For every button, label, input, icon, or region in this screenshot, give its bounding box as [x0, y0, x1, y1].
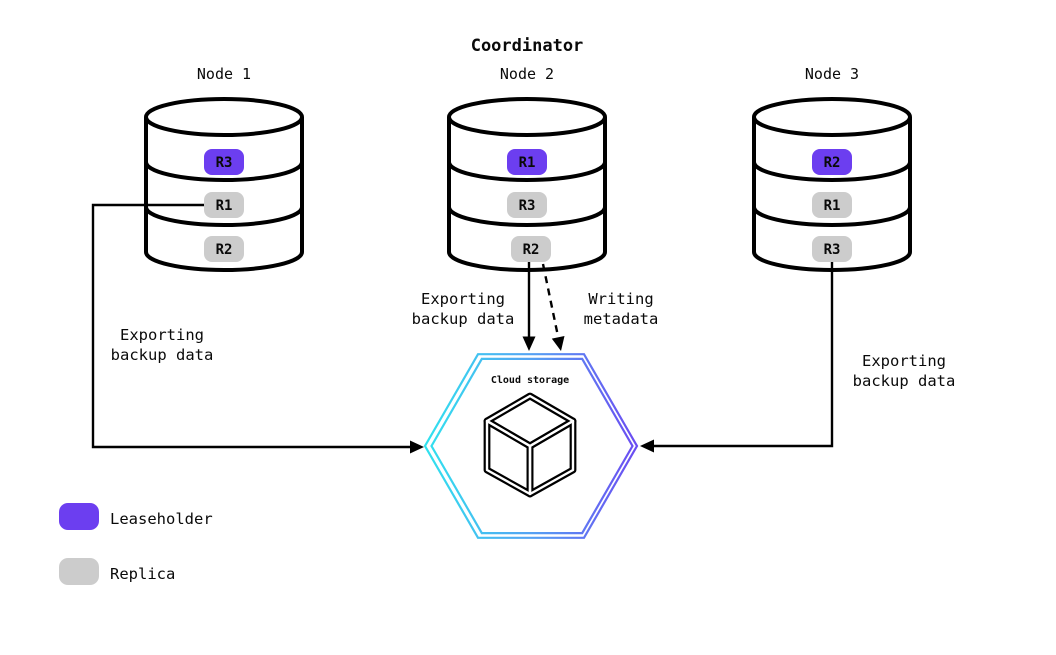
replica-badge: R1 — [812, 192, 852, 218]
cloud-storage-label: Cloud storage — [491, 375, 569, 386]
arrow-node2-metadata-to-cloud — [541, 263, 565, 351]
svg-text:R2: R2 — [216, 242, 233, 258]
node3-export-label-line2: backup data — [853, 372, 956, 390]
node2-export-label-line1: Exporting — [421, 290, 505, 308]
svg-text:R2: R2 — [523, 242, 540, 258]
node2-metadata-label-line2: metadata — [584, 310, 659, 328]
node-2-label: Node 2 — [500, 65, 554, 83]
replica-badge: R3 — [507, 192, 547, 218]
replica-badge: R3 — [204, 149, 244, 175]
svg-text:R1: R1 — [824, 198, 841, 214]
arrow-node1-to-cloud — [91, 203, 424, 454]
edge-labels: Exporting backup data Exporting backup d… — [111, 290, 956, 390]
node3-export-label-line1: Exporting — [862, 352, 946, 370]
replica-badge: R3 — [812, 236, 852, 262]
node1-export-label-line2: backup data — [111, 346, 214, 364]
node1-export-label-line1: Exporting — [120, 326, 204, 344]
replica-badge: R2 — [812, 149, 852, 175]
node2-export-label-line2: backup data — [412, 310, 515, 328]
replica-badge: R1 — [204, 192, 244, 218]
svg-text:R1: R1 — [216, 198, 233, 214]
legend-replica-label: Replica — [110, 565, 175, 583]
legend-replica-swatch — [59, 558, 99, 585]
svg-text:R2: R2 — [824, 155, 841, 171]
legend-leaseholder-label: Leaseholder — [110, 510, 213, 528]
node-2-cylinder — [447, 97, 607, 272]
replica-badge: R2 — [511, 236, 551, 262]
legend-leaseholder-swatch — [59, 503, 99, 530]
legend: Leaseholder Replica — [59, 503, 213, 585]
svg-text:R3: R3 — [824, 242, 841, 258]
arrow-node2-to-cloud — [522, 262, 536, 351]
cloud-storage-hexagon: Cloud storage — [423, 353, 639, 539]
replica-badge: R1 — [507, 149, 547, 175]
node-3-cylinder — [752, 97, 912, 272]
node-1-label: Node 1 — [197, 65, 251, 83]
node-1-cylinder — [144, 97, 304, 272]
node2-metadata-label-line1: Writing — [588, 290, 653, 308]
diagram-title: Coordinator — [471, 36, 584, 56]
cube-icon — [483, 392, 577, 498]
svg-text:R3: R3 — [216, 155, 233, 171]
node-3-group: Node 3 R2 R1 R3 — [752, 65, 912, 272]
node-2-group: Node 2 R1 R3 R2 — [447, 65, 607, 272]
node-3-label: Node 3 — [805, 65, 859, 83]
arrow-node3-to-cloud — [640, 262, 834, 453]
replica-badge: R2 — [204, 236, 244, 262]
svg-text:R1: R1 — [519, 155, 536, 171]
node-1-group: Node 1 R3 R1 R2 — [144, 65, 304, 272]
svg-text:R3: R3 — [519, 198, 536, 214]
